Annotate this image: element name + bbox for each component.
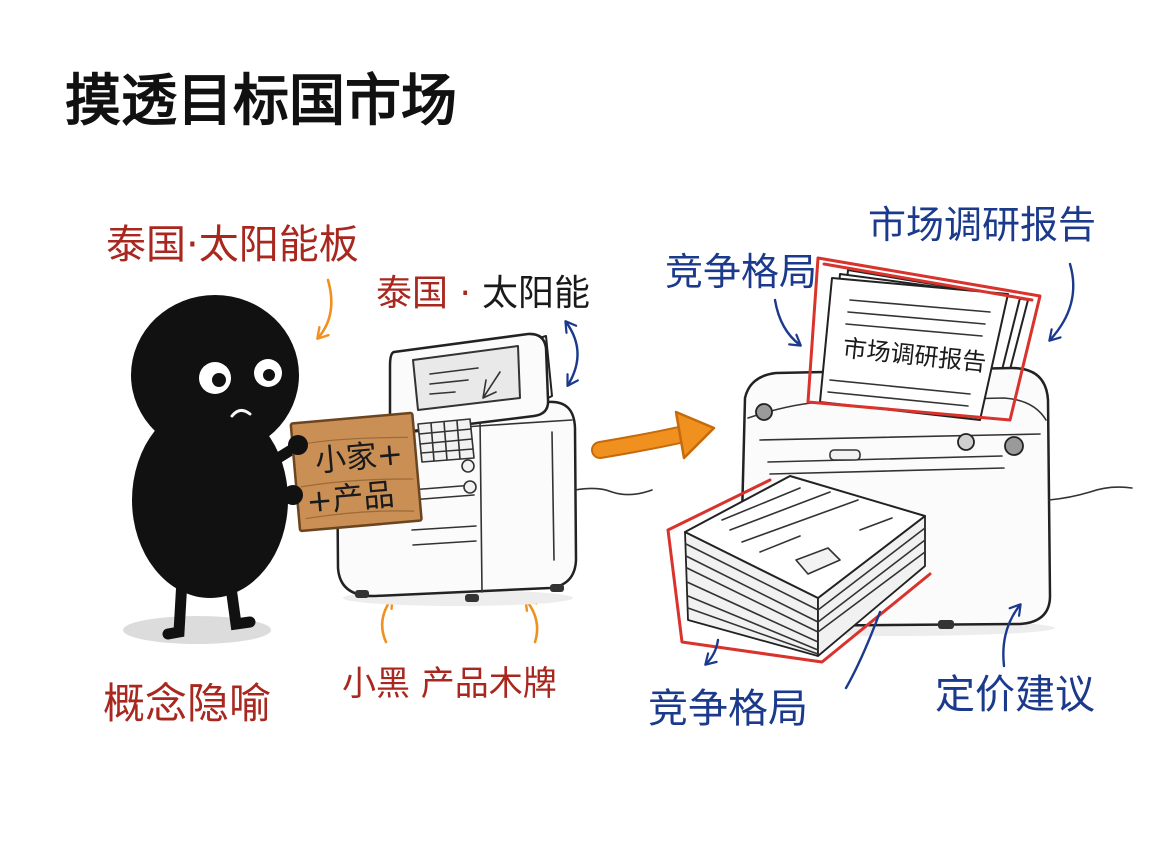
right-scene: 市场调研报告 竞争格局 竞争格局 定价建议 市场调研报告 xyxy=(648,203,1133,732)
machine-foot-left xyxy=(355,590,369,598)
arrow-competition-to-papers xyxy=(773,298,802,347)
printer-cable xyxy=(1048,486,1133,501)
machine-button-bottom xyxy=(463,480,477,494)
sign-line-1: 小家+ xyxy=(314,436,405,480)
arrow-to-character xyxy=(316,278,333,340)
character-leg-right xyxy=(224,574,256,631)
character-hand-lower xyxy=(283,485,303,505)
sign-line-2: +产品 xyxy=(305,477,396,521)
printer-button-right-1 xyxy=(957,433,975,451)
black-character xyxy=(123,295,302,644)
label-competition-top: 竞争格局 xyxy=(665,250,817,294)
machine-edge xyxy=(479,417,483,593)
character-pupil-left xyxy=(212,373,226,387)
sign-board xyxy=(289,411,423,533)
printer-foot-right xyxy=(938,620,954,629)
wooden-sign: 小家+ +产品 xyxy=(289,411,423,533)
label-competition-bottom: 竞争格局 xyxy=(648,686,808,732)
printer-button-left xyxy=(755,403,773,421)
label-market-report: 市场调研报告 xyxy=(868,203,1096,247)
transition-arrow xyxy=(591,410,716,460)
left-scene: 泰国·太阳能板 泰国 · 太阳能 概念隐喻 小黑 产品木牌 xyxy=(103,222,653,728)
machine-cable xyxy=(574,487,653,496)
keypad xyxy=(417,418,475,463)
label-product-sign: 小黑 产品木牌 xyxy=(342,664,557,704)
arrow-to-machine-screen xyxy=(564,320,579,387)
printer-front-panel xyxy=(759,433,1041,441)
stack-red-outline xyxy=(666,478,932,664)
character-leg-left xyxy=(162,574,188,640)
stack-page-edges xyxy=(685,527,926,655)
printer-display xyxy=(829,449,861,461)
label-concept-metaphor: 概念隐喻 xyxy=(103,679,271,728)
character-pupil-right xyxy=(263,369,275,381)
label-machine-country: 泰国 · xyxy=(376,273,471,314)
label-pricing-advice: 定价建议 xyxy=(935,672,1095,718)
screen-scribble-lines xyxy=(429,367,479,395)
character-mouth xyxy=(230,409,252,418)
machine-button-top xyxy=(461,459,475,473)
machine-foot-right xyxy=(550,584,564,592)
output-paper-stack xyxy=(684,475,926,657)
stack-top-sheet xyxy=(684,475,926,599)
screen-check-icon xyxy=(482,371,501,399)
stack-text-box xyxy=(795,547,841,575)
page-title: 摸透目标国市场 xyxy=(65,69,457,134)
character-hand-upper xyxy=(288,435,308,455)
machine-side-groove xyxy=(551,431,555,561)
label-machine-product: 太阳能 xyxy=(482,273,590,314)
top-papers-red-outline xyxy=(806,256,1042,422)
report-printer: 市场调研报告 xyxy=(666,256,1133,664)
machine-foot-middle xyxy=(465,594,479,602)
arrow-sign-right xyxy=(524,598,539,644)
printer-button-right-2 xyxy=(1004,436,1024,456)
arrow-report-to-papers xyxy=(1048,262,1075,342)
stack-text-lines xyxy=(721,487,893,553)
machine-slots xyxy=(409,484,477,546)
arrow-sign-left xyxy=(380,595,394,644)
pointer-stack-line xyxy=(844,610,882,690)
top-paper-lines xyxy=(827,299,991,407)
printer-output-slot xyxy=(767,455,1005,475)
arrow-competition-bottom xyxy=(704,638,720,666)
label-thailand-solar-panel: 泰国·太阳能板 xyxy=(106,222,359,268)
character-body xyxy=(132,402,288,598)
arrow-pricing-to-printer xyxy=(1002,603,1022,668)
